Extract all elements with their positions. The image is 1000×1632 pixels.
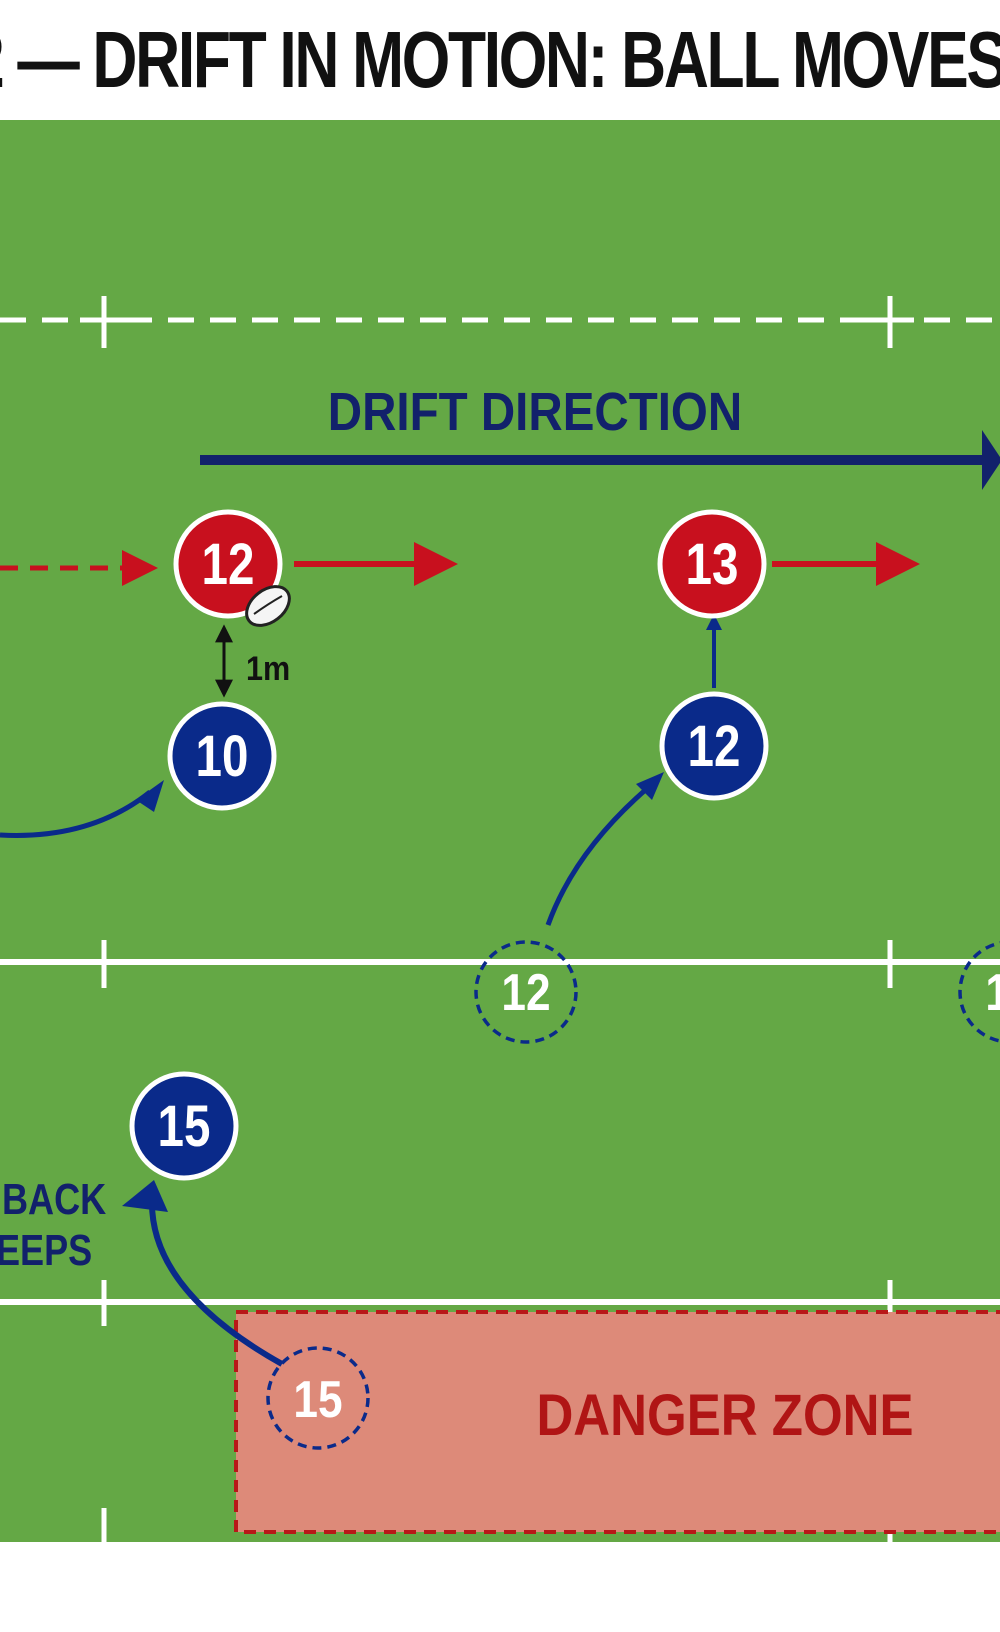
attack-arrowhead bbox=[122, 550, 158, 586]
attack-arrowhead bbox=[414, 542, 458, 586]
attacker-13: 13 bbox=[657, 509, 767, 619]
ghost-defender-13: 13 bbox=[958, 941, 1000, 1043]
defender-10-drift-path bbox=[0, 790, 152, 838]
defender-15-number: 15 bbox=[158, 1095, 211, 1160]
attacker-13-number: 13 bbox=[686, 533, 739, 598]
defender-arrowhead bbox=[706, 614, 722, 630]
attacker-12: 12 bbox=[173, 509, 283, 619]
ghost-fullback-15-number: 15 bbox=[293, 1371, 342, 1429]
attacker-12-number: 12 bbox=[202, 533, 255, 598]
danger-zone-label: DANGER ZONE bbox=[536, 1383, 913, 1448]
distance-label: 1m bbox=[246, 650, 290, 688]
defender-arrowhead bbox=[122, 1180, 168, 1212]
page-title: 2 — DRIFT IN MOTION: BALL MOVES bbox=[0, 15, 1000, 104]
defender-12-number: 12 bbox=[688, 715, 741, 780]
defender-12-drift-path bbox=[545, 784, 652, 926]
fullback-drift-path bbox=[148, 1199, 284, 1367]
defender-12: 12 bbox=[659, 691, 769, 801]
defender-10: 10 bbox=[167, 701, 277, 811]
title-bar: 2 — DRIFT IN MOTION: BALL MOVES bbox=[0, 0, 1000, 120]
ghost-fullback-15: 15 bbox=[266, 1346, 370, 1450]
drift-arrowhead bbox=[982, 430, 1000, 490]
danger-zone bbox=[234, 1310, 1000, 1534]
ghost-defender-13-number: 13 bbox=[985, 964, 1000, 1022]
ghost-defender-12-number: 12 bbox=[501, 964, 550, 1022]
drift-direction-label: DRIFT DIRECTION bbox=[328, 381, 742, 442]
defender-10-number: 10 bbox=[196, 725, 249, 790]
defender-arrowhead bbox=[136, 780, 164, 812]
fullback-note-line1: BACK bbox=[2, 1175, 106, 1224]
rugby-ball-icon bbox=[245, 585, 291, 627]
defender-arrowhead bbox=[636, 772, 664, 800]
attack-arrowhead bbox=[876, 542, 920, 586]
defender-15: 15 bbox=[129, 1071, 239, 1181]
ghost-defender-12: 12 bbox=[474, 940, 578, 1044]
fullback-note-line2: EEPS bbox=[0, 1226, 92, 1275]
